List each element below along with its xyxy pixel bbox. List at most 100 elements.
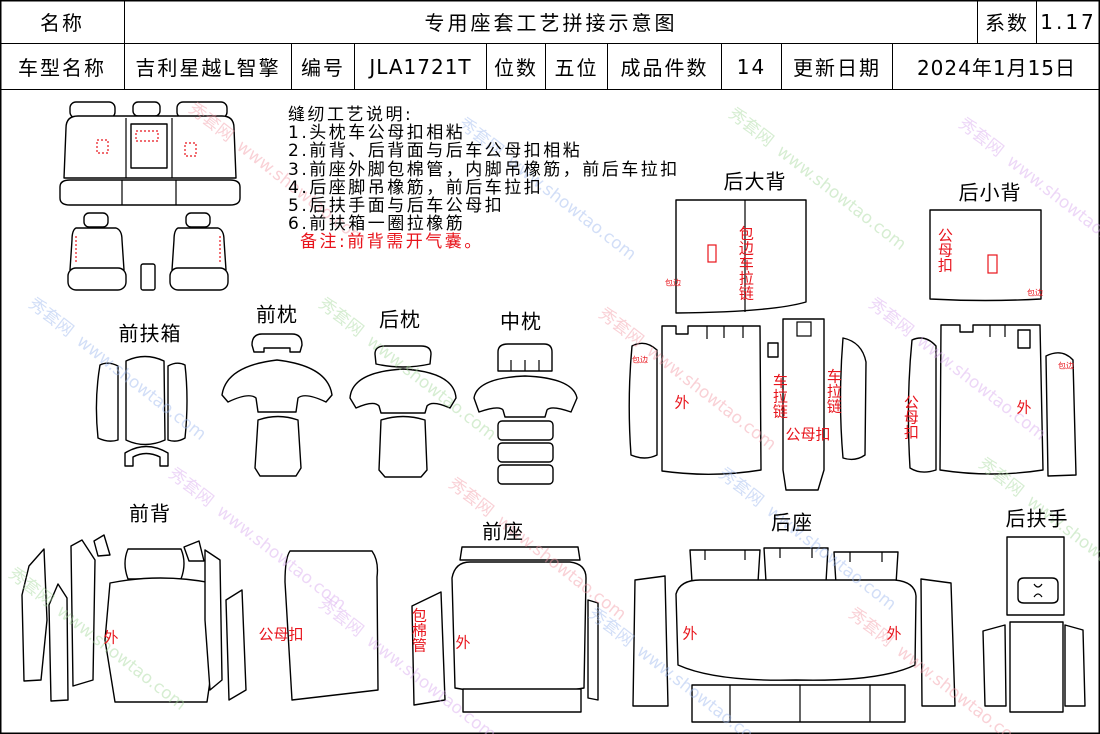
airbag-mark-left — [96, 139, 109, 154]
section-title-front-back: 前背 — [129, 501, 171, 526]
rear-large-back-snap-mark — [707, 244, 717, 263]
front-right-backrest — [171, 227, 227, 271]
rear-seat-pieces — [632, 547, 956, 723]
rear-small-back-small-piece — [1017, 329, 1031, 349]
rear-cushion — [59, 179, 241, 206]
annotation-snap: 公母扣 — [258, 625, 304, 644]
instruction-step: 5.后扶手面与后车公母扣 — [288, 196, 505, 217]
annotation-snap: 公母扣 — [901, 394, 920, 440]
rear-large-back-tabs — [706, 326, 744, 339]
rear-armrest-left-strip — [982, 624, 1007, 707]
rear-large-back-right-strip — [839, 337, 867, 461]
instructions-note: 备注:前背需开气囊。 — [300, 232, 484, 253]
annotation-foam-tube: 包棉管 — [409, 607, 428, 653]
rear-armrest-cupholder — [1017, 577, 1059, 604]
front-headrest-top — [251, 333, 303, 353]
annotation-edge: 包边 — [632, 355, 648, 365]
front-left-backrest — [69, 227, 125, 271]
section-title-front-headrest: 前枕 — [256, 302, 298, 327]
rear-large-back-center-strip — [782, 318, 825, 491]
front-headrest-face — [254, 415, 302, 477]
front-back-left-strip-2 — [48, 583, 69, 702]
model-label: 车型名称 — [0, 44, 125, 90]
annotation-edge: 包边 — [1058, 361, 1074, 371]
section-title-rear-small-back: 后小背 — [958, 180, 1022, 205]
rear-headrest-face — [378, 415, 428, 478]
section-title-rear-large-back: 后大背 — [723, 169, 787, 194]
rear-small-back-top — [929, 209, 1042, 302]
annotation-edge-zipper: 包边车拉链 — [736, 225, 755, 301]
model-value: 吉利星越L智擎 — [125, 44, 292, 90]
section-title-middle-headrest: 中枕 — [500, 309, 542, 334]
rear-small-back-main — [939, 324, 1044, 475]
front-back-right-tab — [183, 540, 205, 562]
rear-large-back-left-strip — [628, 342, 658, 459]
code-value: JLA1721T — [355, 44, 487, 90]
annotation-zipper: 车拉链 — [770, 373, 789, 419]
rear-seat-top-seams — [704, 548, 883, 562]
instructions-heading: 缝纫工艺说明: — [288, 105, 414, 125]
pieces-value: 14 — [722, 44, 782, 90]
front-seat-main — [451, 561, 587, 695]
front-back-left-strip-1 — [21, 548, 48, 682]
front-back-head-panel — [124, 548, 185, 580]
name-label: 名称 — [0, 0, 125, 44]
front-back-right-strip-2 — [225, 589, 247, 701]
code-label: 编号 — [292, 44, 355, 90]
rear-seat-left-strip — [632, 575, 669, 707]
rear-small-back-right-strip — [1045, 352, 1077, 477]
rear-armrest-main — [1009, 621, 1064, 713]
section-title-rear-armrest: 后扶手 — [1005, 506, 1069, 531]
annotation-edge: 包边 — [665, 278, 681, 288]
instruction-step: 6.前扶箱一圈拉橡筋 — [288, 214, 466, 235]
front-headrest-pieces — [221, 333, 333, 477]
rear-small-back-tabs — [989, 325, 1006, 337]
rear-armrest-pieces — [982, 536, 1086, 713]
front-headrest-band — [221, 359, 333, 413]
annotation-zipper: 车拉链 — [824, 368, 843, 414]
front-armrest-end-piece — [124, 445, 169, 467]
annotation-outer: 外 — [674, 393, 690, 412]
front-right-headrest — [185, 212, 211, 228]
front-back-right-strip-1 — [204, 549, 223, 691]
seats-value: 五位 — [546, 44, 608, 90]
front-back-main — [104, 577, 217, 703]
pieces-label: 成品件数 — [608, 44, 722, 90]
front-armrest-pieces — [95, 355, 188, 467]
middle-headrest-strip-1 — [497, 420, 554, 441]
front-seat-bottom-strip — [462, 688, 582, 713]
middle-headrest-band — [473, 375, 578, 418]
rear-cushion-seams — [121, 180, 177, 205]
coefficient-value: 1.17 — [1037, 0, 1100, 44]
rear-large-back-main — [661, 325, 762, 475]
instruction-step: 4.后座脚吊橡筋，前后车拉扣 — [288, 177, 544, 198]
middle-headrest-slits — [510, 360, 540, 371]
instruction-step: 3.前座外脚包棉管，内脚吊橡筋，前后车拉扣 — [288, 159, 680, 180]
annotation-snap: 公母扣 — [935, 227, 954, 273]
rear-seat-bottom-strip — [691, 684, 906, 723]
annotation-outer: 外 — [886, 624, 902, 643]
rear-large-back-center-notch — [796, 321, 812, 337]
section-title-rear-seat: 后座 — [771, 510, 813, 535]
front-armrest-right-strip — [167, 362, 188, 442]
front-back-left-tab — [93, 534, 111, 557]
rear-seat-top-piece-2 — [763, 547, 829, 583]
annotation-outer: 外 — [103, 628, 119, 647]
middle-headrest-strip-3 — [497, 464, 554, 485]
rear-small-back-snap-mark — [987, 254, 998, 274]
rear-large-back-pieces — [628, 199, 867, 491]
rear-seat-top-piece-3 — [833, 551, 899, 585]
front-seat-top-strip — [459, 546, 581, 561]
front-armrest-top — [125, 355, 166, 446]
rear-small-back-pieces — [907, 209, 1077, 477]
front-left-cushion — [67, 267, 127, 291]
annotation-edge: 包边 — [1027, 288, 1043, 298]
airbag-mark-right — [184, 142, 197, 157]
sewing-instructions: 缝纫工艺说明: 1.头枕车公母扣相粘 2.前背、后背面与后车公母扣相粘 3.前座… — [288, 106, 680, 252]
front-back-left-strip-3 — [70, 539, 96, 687]
coefficient-label: 系数 — [978, 0, 1037, 44]
rear-seat-bottom-seams — [729, 685, 871, 722]
